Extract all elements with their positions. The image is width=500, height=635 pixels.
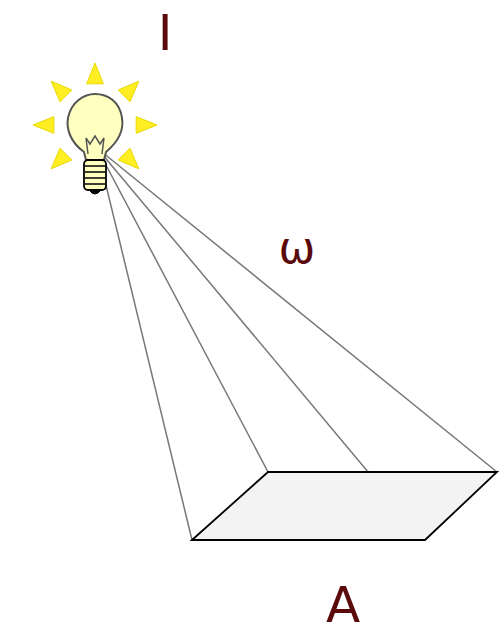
light-ray	[51, 148, 72, 169]
light-ray	[33, 117, 54, 134]
light-bulb	[68, 94, 123, 194]
light-ray	[87, 63, 104, 84]
area-surface	[192, 472, 497, 540]
light-ray	[136, 117, 157, 134]
light-ray	[118, 148, 139, 169]
cone-lines	[97, 148, 497, 540]
solid-angle-label: ω	[279, 226, 316, 270]
intensity-label: I	[158, 8, 173, 58]
light-ray	[51, 81, 72, 102]
area-label: A	[326, 580, 360, 630]
light-ray	[118, 81, 139, 102]
